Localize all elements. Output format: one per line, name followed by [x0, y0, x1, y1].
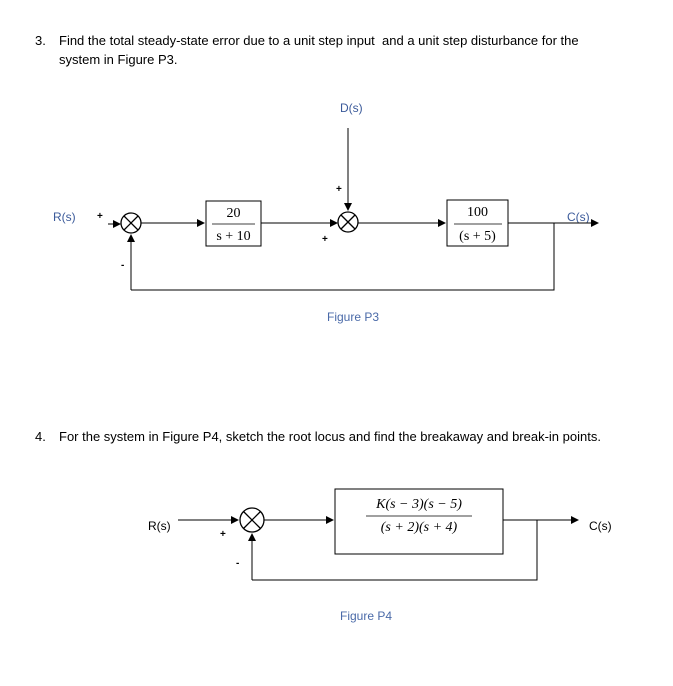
p3-sum1-input-sign: +: [97, 211, 103, 222]
problem-3-text-line2: system in Figure P3.: [59, 52, 178, 67]
p3-summing-junction-1: [120, 212, 142, 234]
p3-feedback-path: [131, 223, 555, 291]
p3-block2-denominator: (s + 5): [459, 229, 496, 244]
p3-block2-numerator: 100: [467, 205, 488, 220]
p3-summing-junction-2: [337, 211, 359, 233]
p3-block-1: [205, 200, 262, 247]
problem-3-text: Find the total steady-state error due to…: [59, 31, 639, 69]
problem-3-number: 3.: [35, 33, 46, 48]
figure-p3: D(s) R(s) C(s) + - 20 s + 10: [53, 101, 599, 324]
p3-block-2: [446, 199, 509, 247]
p4-caption: Figure P4: [340, 609, 392, 623]
p4-input-label: R(s): [148, 519, 171, 533]
p3-sum2-left-sign: +: [322, 234, 328, 245]
p4-block: [334, 488, 504, 555]
p3-input-label: R(s): [53, 210, 76, 224]
p4-sum-feedback-sign: -: [236, 558, 239, 569]
p4-sum-input-sign: +: [220, 529, 226, 540]
p4-summing-junction: [239, 507, 265, 533]
p4-block-numerator: K(s − 3)(s − 5): [375, 497, 462, 512]
p4-output-label: C(s): [589, 519, 612, 533]
figure-p4: R(s) C(s) + - K(s − 3)(s − 5) (s + 2)(s …: [148, 488, 612, 623]
p3-block1-denominator: s + 10: [216, 229, 250, 244]
p3-sum1-feedback-sign: -: [121, 260, 124, 271]
p3-block1-numerator: 20: [227, 206, 241, 221]
p3-caption: Figure P3: [327, 310, 379, 324]
problem-3-text-line1: Find the total steady-state error due to…: [59, 33, 579, 48]
p3-sum2-top-sign: +: [336, 184, 342, 195]
p4-feedback-path: [252, 520, 538, 581]
p4-block-denominator: (s + 2)(s + 4): [381, 520, 458, 535]
p3-disturbance-label: D(s): [340, 101, 363, 115]
p3-output-label: C(s): [567, 210, 590, 224]
problem-4-text: For the system in Figure P4, sketch the …: [59, 429, 601, 444]
problem-4-number: 4.: [35, 429, 46, 444]
